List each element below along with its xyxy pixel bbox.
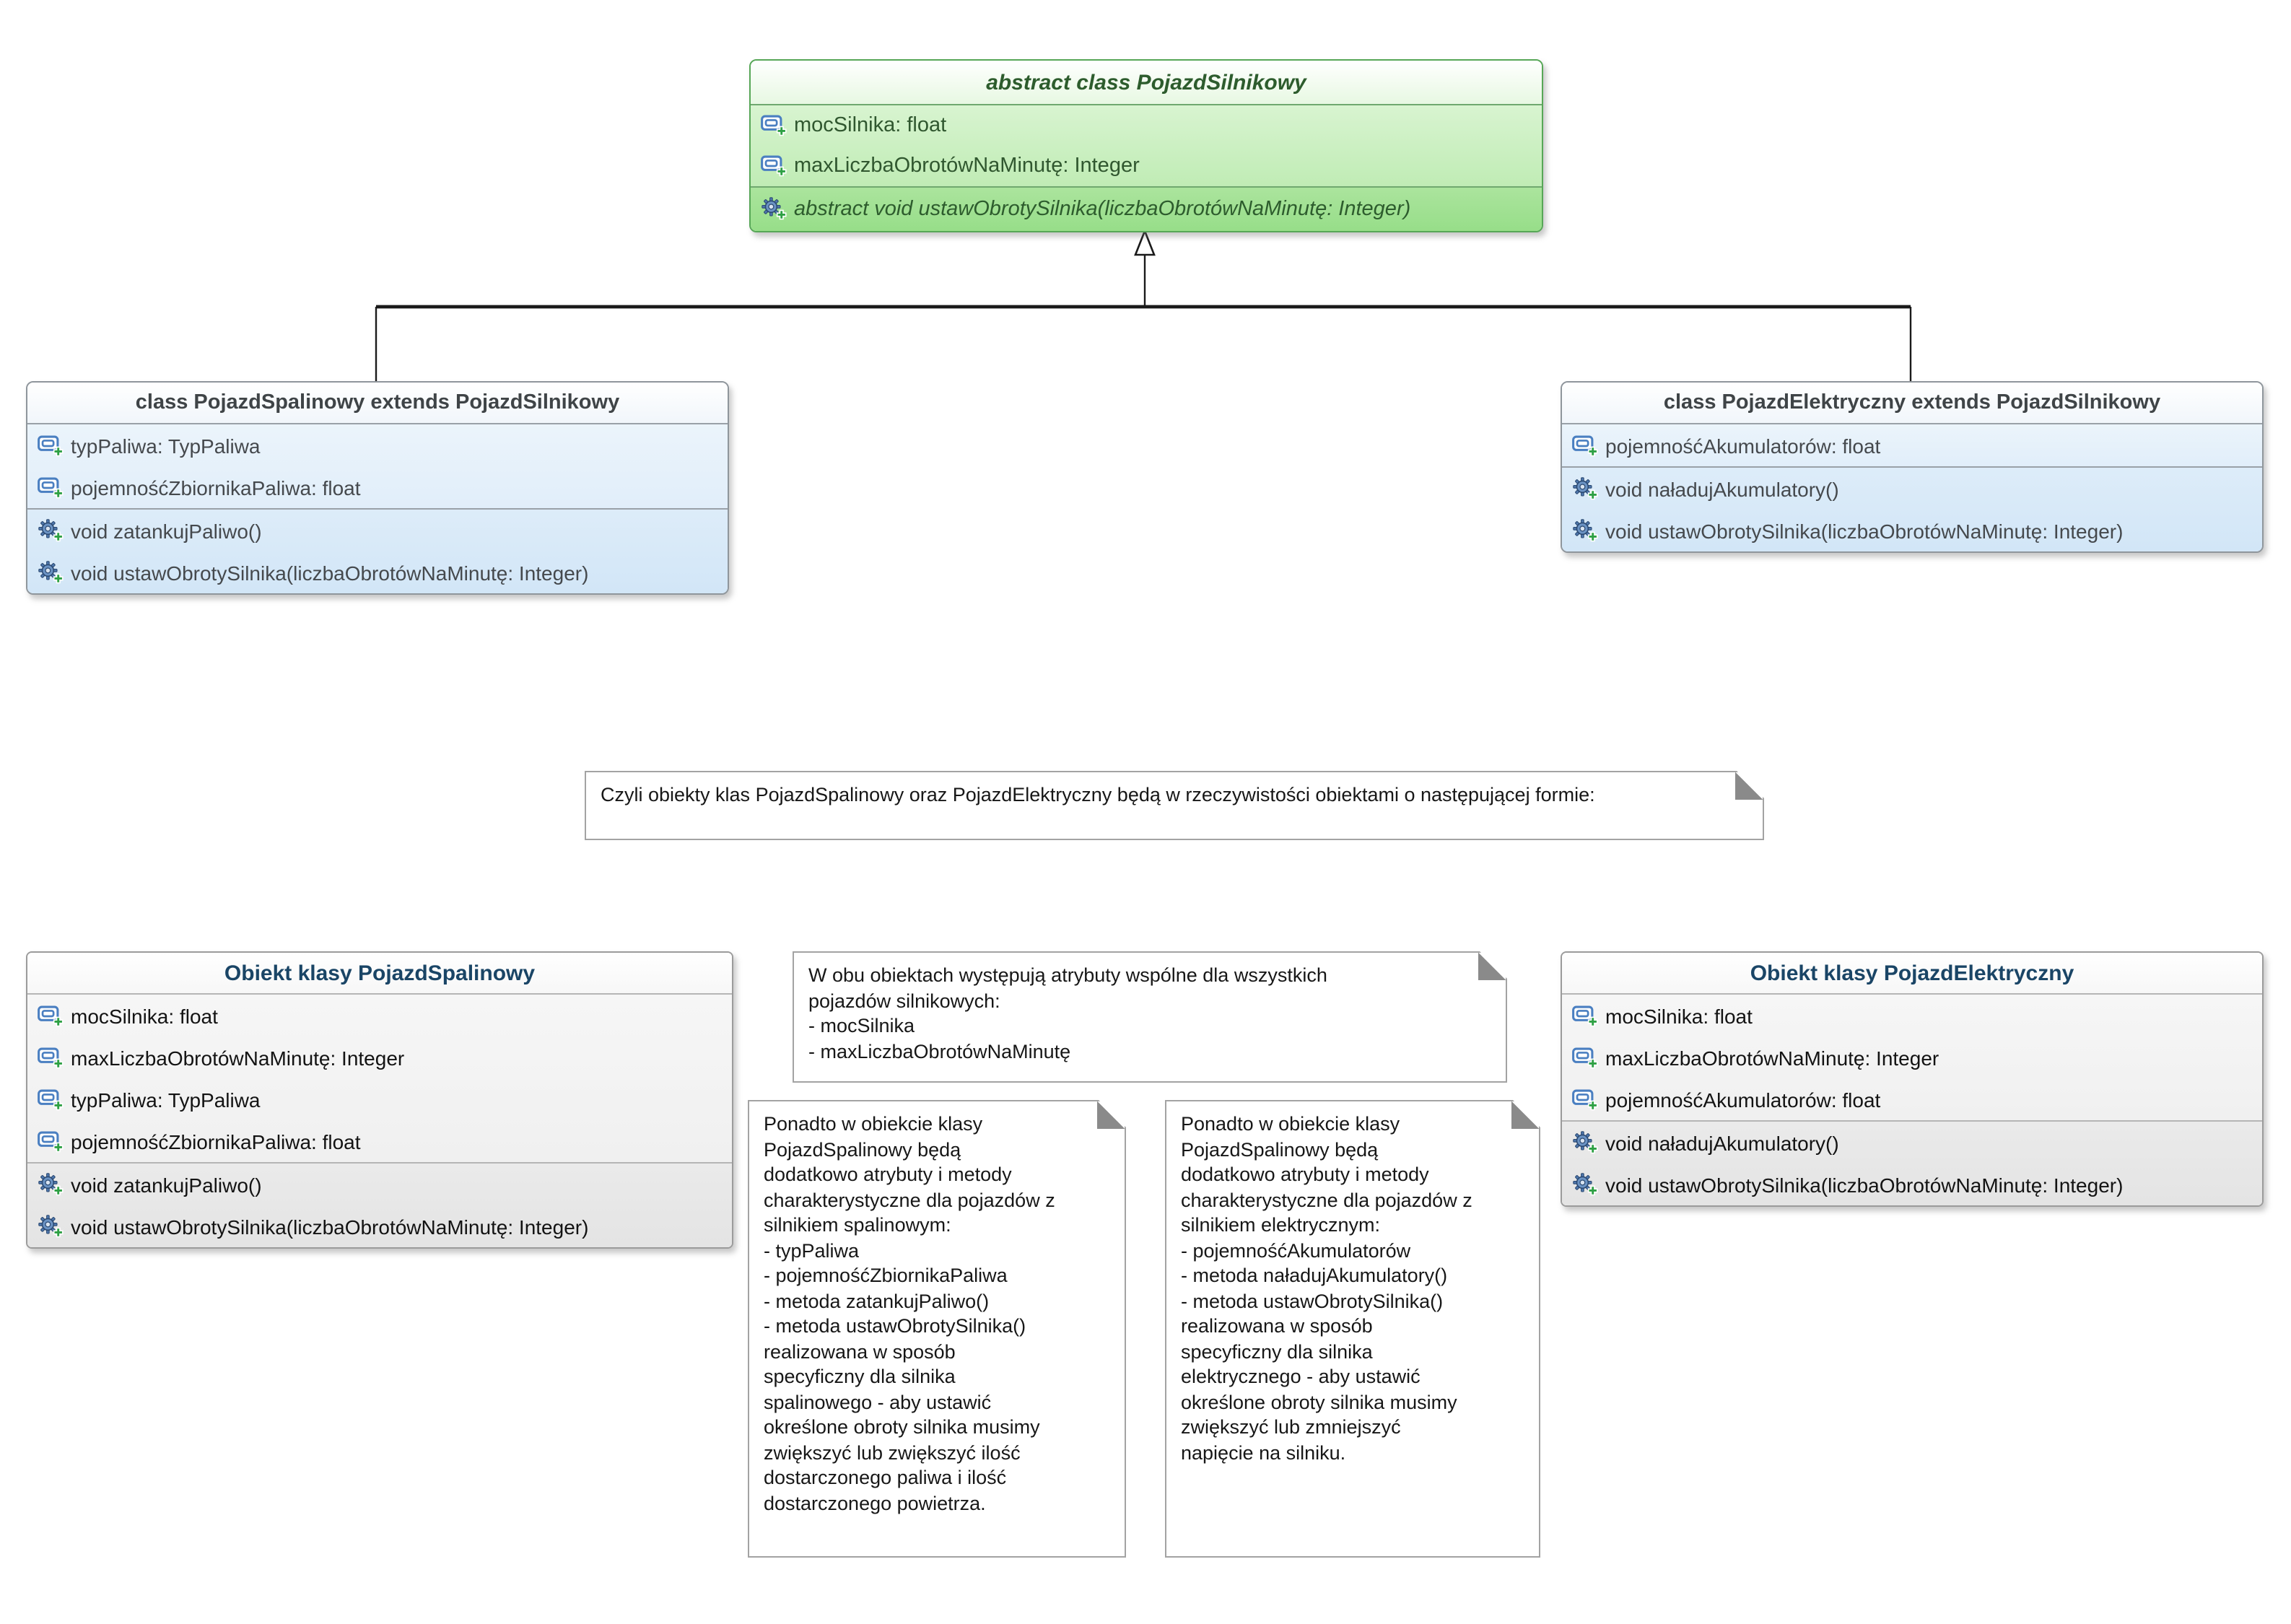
class-title: abstract class PojazdSilnikowy — [751, 61, 1542, 105]
attribute-text: typPaliwa: TypPaliwa — [71, 434, 261, 457]
attribute-icon — [761, 153, 787, 179]
attribute-row: pojemnośćAkumulatorów: float — [1562, 424, 2262, 466]
note-text: Ponadto w obiekcie klasy PojazdSpalinowy… — [1181, 1113, 1472, 1463]
attribute-row: maxLiczbaObrotówNaMinutę: Integer — [27, 1036, 732, 1078]
note-intro: Czyli obiekty klas PojazdSpalinowy oraz … — [585, 771, 1764, 840]
attributes-section: typPaliwa: TypPaliwa pojemnośćZbiornikaP… — [27, 424, 728, 508]
attribute-text: typPaliwa: TypPaliwa — [71, 1088, 261, 1111]
method-row: void zatankujPaliwo() — [27, 1164, 732, 1205]
method-text: void naładujAkumulatory() — [1605, 477, 1839, 500]
note-elektryczny-details: Ponadto w obiekcie klasy PojazdSpalinowy… — [1165, 1100, 1540, 1558]
methods-section: void naładujAkumulatory() void ustawObro… — [1562, 466, 2262, 551]
method-text: void ustawObrotySilnika(liczbaObrotówNaM… — [1605, 519, 2124, 542]
method-text: void zatankujPaliwo() — [71, 519, 262, 542]
attribute-icon — [38, 1086, 64, 1112]
attribute-text: mocSilnika: float — [794, 114, 947, 137]
attribute-row: mocSilnika: float — [27, 995, 732, 1036]
note-text: Ponadto w obiekcie klasy PojazdSpalinowy… — [764, 1113, 1055, 1514]
object-title: Obiekt klasy PojazdElektryczny — [1562, 953, 2262, 995]
attribute-icon — [38, 1003, 64, 1029]
attribute-icon — [1572, 432, 1598, 458]
attribute-row: pojemnośćZbiornikaPaliwa: float — [27, 466, 728, 508]
attribute-row: mocSilnika: float — [751, 105, 1542, 146]
note-spalinowy-details: Ponadto w obiekcie klasy PojazdSpalinowy… — [748, 1100, 1126, 1558]
attribute-icon — [1572, 1044, 1598, 1070]
method-text: void naładujAkumulatory() — [1605, 1131, 1839, 1154]
method-row: void naładujAkumulatory() — [1562, 468, 2262, 510]
attribute-text: maxLiczbaObrotówNaMinutę: Integer — [71, 1046, 405, 1069]
attribute-row: typPaliwa: TypPaliwa — [27, 424, 728, 466]
note-common-attributes: W obu obiektach występują atrybuty wspól… — [793, 951, 1507, 1083]
object-box-pojazdelektryczny: Obiekt klasy PojazdElektryczny mocSilnik… — [1561, 951, 2264, 1207]
attribute-row: mocSilnika: float — [1562, 995, 2262, 1036]
note-text: W obu obiektach występują atrybuty wspól… — [808, 964, 1327, 1062]
method-text: void ustawObrotySilnika(liczbaObrotówNaM… — [71, 1215, 589, 1238]
attribute-text: pojemnośćAkumulatorów: float — [1605, 434, 1881, 457]
note-text: Czyli obiekty klas PojazdSpalinowy oraz … — [601, 784, 1595, 806]
class-title: class PojazdElektryczny extends PojazdSi… — [1562, 383, 2262, 424]
attribute-text: pojemnośćZbiornikaPaliwa: float — [71, 1130, 361, 1153]
attributes-section: mocSilnika: float maxLiczbaObrotówNaMinu… — [751, 105, 1542, 186]
method-icon — [38, 1171, 64, 1197]
method-icon — [1572, 1171, 1598, 1197]
object-box-pojazdspalinowy: Obiekt klasy PojazdSpalinowy mocSilnika:… — [26, 951, 733, 1249]
object-title: Obiekt klasy PojazdSpalinowy — [27, 953, 732, 995]
class-box-pojazdsilnikowy: abstract class PojazdSilnikowy mocSilnik… — [749, 59, 1543, 232]
method-icon — [38, 518, 64, 543]
attribute-row: pojemnośćZbiornikaPaliwa: float — [27, 1120, 732, 1162]
method-icon — [1572, 1130, 1598, 1156]
method-text: void ustawObrotySilnika(liczbaObrotówNaM… — [1605, 1173, 2124, 1196]
attribute-row: pojemnośćAkumulatorów: float — [1562, 1078, 2262, 1120]
attribute-text: mocSilnika: float — [1605, 1004, 1753, 1027]
note-fold-icon — [1478, 953, 1506, 980]
class-box-pojazdspalinowy: class PojazdSpalinowy extends PojazdSiln… — [26, 381, 729, 595]
inheritance-arrow-icon — [1134, 228, 1156, 256]
note-fold-icon — [1097, 1101, 1125, 1129]
method-row: void ustawObrotySilnika(liczbaObrotówNaM… — [27, 551, 728, 593]
methods-section: abstract void ustawObrotySilnika(liczbaO… — [751, 186, 1542, 231]
method-text: void zatankujPaliwo() — [71, 1173, 262, 1196]
attributes-section: mocSilnika: float maxLiczbaObrotówNaMinu… — [27, 995, 732, 1162]
note-fold-icon — [1511, 1101, 1539, 1129]
attribute-text: maxLiczbaObrotówNaMinutę: Integer — [1605, 1046, 1939, 1069]
attribute-icon — [761, 113, 787, 139]
method-row: void ustawObrotySilnika(liczbaObrotówNaM… — [1562, 510, 2262, 551]
method-icon — [1572, 476, 1598, 502]
methods-section: void naładujAkumulatory() void ustawObro… — [1562, 1120, 2262, 1205]
attribute-icon — [38, 1128, 64, 1154]
attribute-icon — [38, 1044, 64, 1070]
method-icon — [1572, 518, 1598, 543]
methods-section: void zatankujPaliwo() void ustawObrotySi… — [27, 1162, 732, 1247]
attribute-text: maxLiczbaObrotówNaMinutę: Integer — [794, 154, 1140, 178]
attribute-icon — [1572, 1003, 1598, 1029]
method-row: void zatankujPaliwo() — [27, 510, 728, 551]
attributes-section: pojemnośćAkumulatorów: float — [1562, 424, 2262, 466]
attribute-row: maxLiczbaObrotówNaMinutę: Integer — [1562, 1036, 2262, 1078]
class-title: class PojazdSpalinowy extends PojazdSiln… — [27, 383, 728, 424]
method-icon — [38, 1213, 64, 1239]
attribute-text: mocSilnika: float — [71, 1004, 218, 1027]
method-row: abstract void ustawObrotySilnika(liczbaO… — [751, 188, 1542, 231]
attribute-icon — [1572, 1086, 1598, 1112]
attributes-section: mocSilnika: float maxLiczbaObrotówNaMinu… — [1562, 995, 2262, 1120]
attribute-icon — [38, 432, 64, 458]
method-row: void ustawObrotySilnika(liczbaObrotówNaM… — [1562, 1164, 2262, 1205]
method-row: void naładujAkumulatory() — [1562, 1122, 2262, 1164]
attribute-text: pojemnośćAkumulatorów: float — [1605, 1088, 1881, 1111]
method-row: void ustawObrotySilnika(liczbaObrotówNaM… — [27, 1205, 732, 1247]
method-text: void ustawObrotySilnika(liczbaObrotówNaM… — [71, 561, 589, 584]
attribute-row: typPaliwa: TypPaliwa — [27, 1078, 732, 1120]
class-box-pojazdelektryczny: class PojazdElektryczny extends PojazdSi… — [1561, 381, 2264, 553]
method-icon — [38, 559, 64, 585]
method-text: abstract void ustawObrotySilnika(liczbaO… — [794, 198, 1411, 221]
note-fold-icon — [1735, 772, 1763, 800]
attribute-row: maxLiczbaObrotówNaMinutę: Integer — [751, 146, 1542, 186]
methods-section: void zatankujPaliwo() void ustawObrotySi… — [27, 508, 728, 593]
attribute-text: pojemnośćZbiornikaPaliwa: float — [71, 476, 361, 499]
method-icon — [761, 196, 787, 222]
attribute-icon — [38, 474, 64, 500]
